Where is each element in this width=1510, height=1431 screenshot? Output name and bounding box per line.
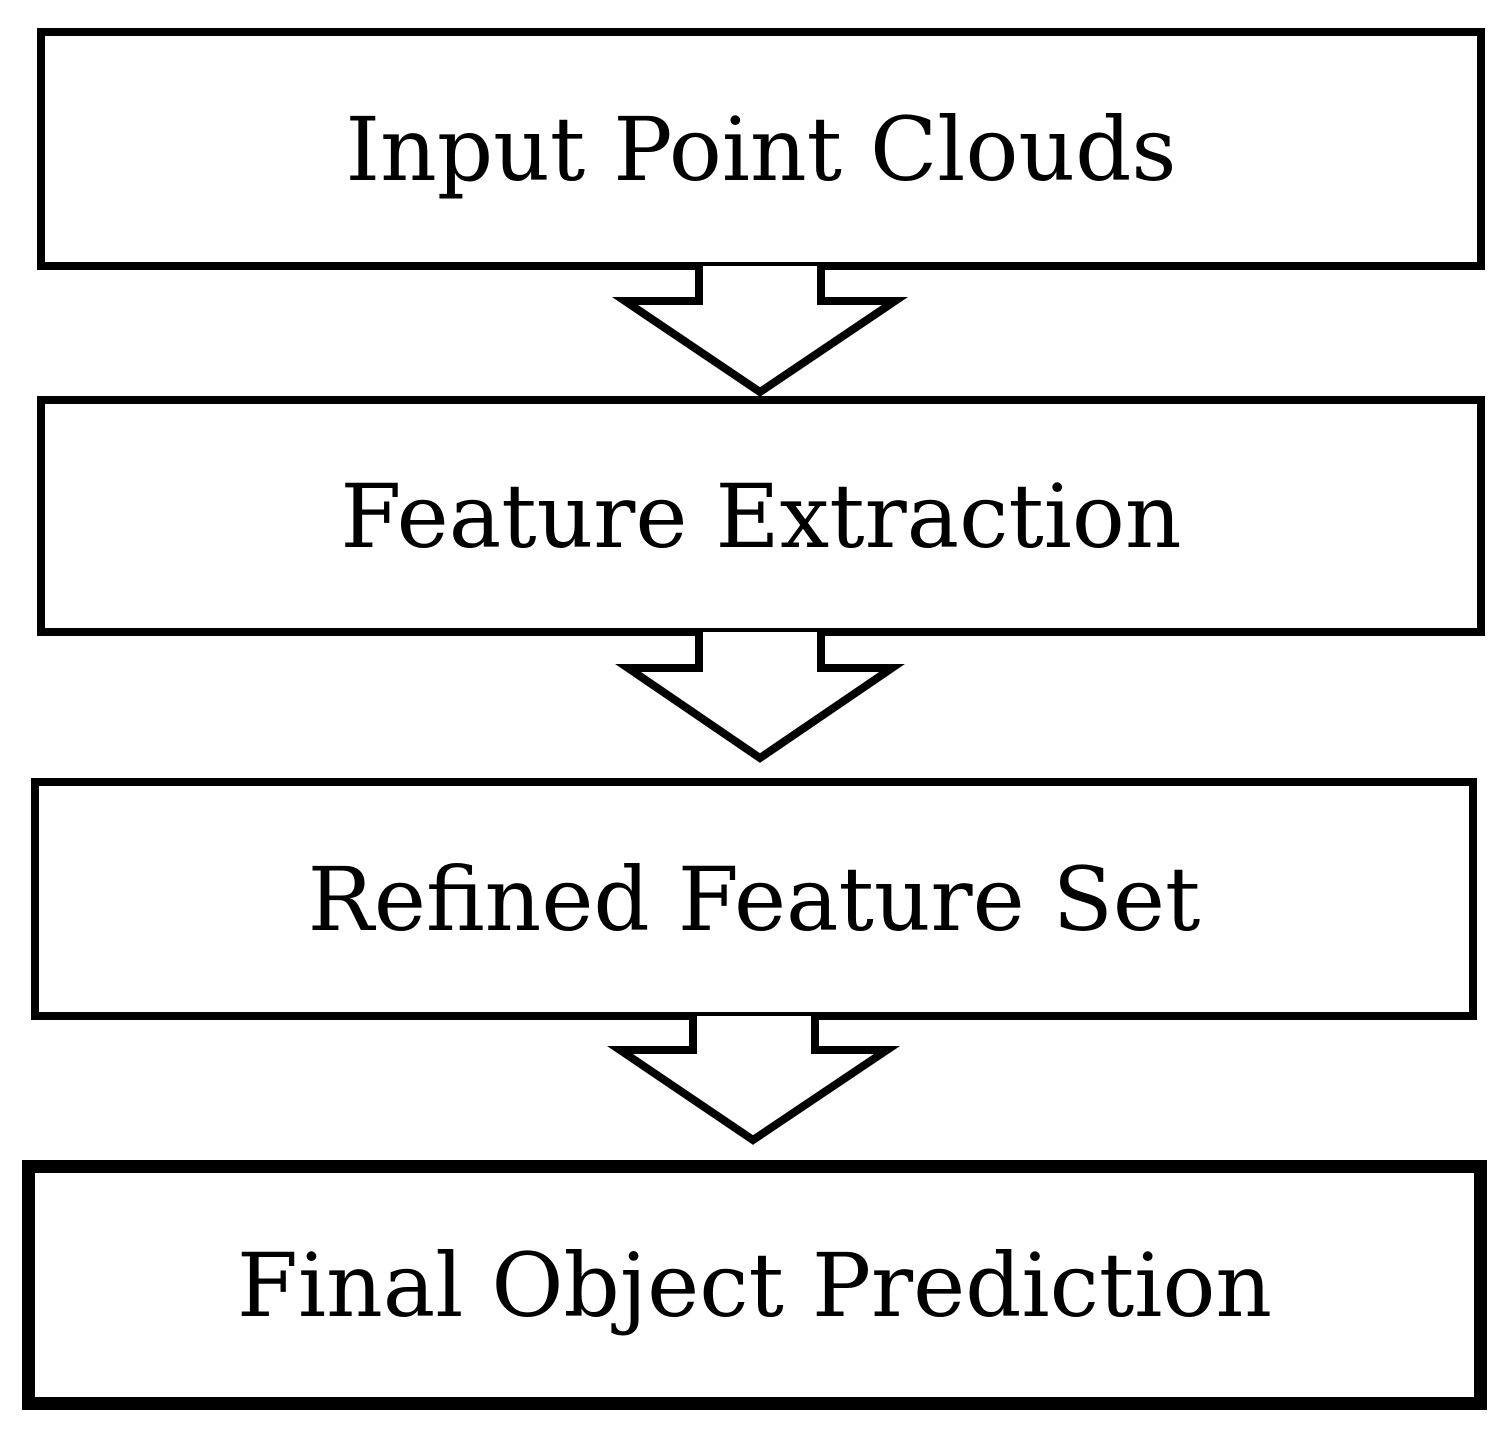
step-box-input-point-clouds: Input Point Clouds [37,28,1485,270]
step-label: Feature Extraction [340,464,1182,568]
step-label: Refined Feature Set [307,847,1201,951]
step-label: Input Point Clouds [345,97,1177,201]
step-box-refined-feature-set: Refined Feature Set [31,778,1477,1020]
step-box-final-object-prediction: Final Object Prediction [22,1160,1487,1410]
step-label: Final Object Prediction [236,1233,1273,1337]
